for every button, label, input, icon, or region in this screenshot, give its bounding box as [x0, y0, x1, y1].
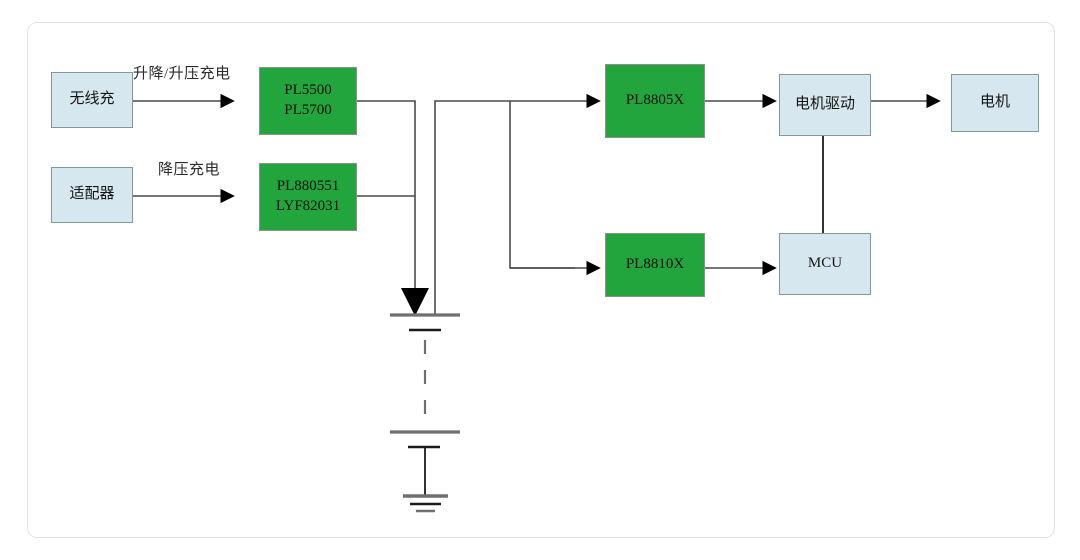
node-motor[interactable]: 电机 [951, 74, 1039, 132]
diagram-frame [27, 22, 1055, 538]
edge-label-boost-charge: 升降/升压充电 [133, 66, 231, 82]
edge-label-buck-charge: 降压充电 [158, 162, 221, 178]
node-charger-boost[interactable]: PL5500 PL5700 [259, 67, 357, 135]
node-charger-boost-line2: PL5700 [284, 102, 332, 118]
node-mcu-label: MCU [807, 255, 843, 272]
node-protect-8810[interactable]: PL8810X [605, 233, 705, 297]
node-charger-buck-line2: LYF82031 [275, 198, 341, 214]
node-wireless-charger[interactable]: 无线充 [51, 72, 133, 128]
node-protect-8805-label: PL8805X [625, 92, 685, 109]
node-adapter-label: 适配器 [69, 186, 115, 203]
node-motor-driver-label: 电机驱动 [794, 96, 855, 113]
node-charger-boost-line1: PL5500 [284, 82, 332, 99]
node-motor-driver[interactable]: 电机驱动 [779, 74, 871, 136]
node-charger-buck[interactable]: PL880551 LYF82031 [259, 163, 357, 231]
node-mcu[interactable]: MCU [779, 233, 871, 295]
node-protect-8810-label: PL8810X [625, 256, 685, 273]
node-adapter[interactable]: 适配器 [51, 167, 133, 223]
node-charger-buck-line1: PL880551 [276, 178, 340, 195]
node-wireless-charger-label: 无线充 [69, 91, 115, 108]
node-motor-label: 电机 [979, 94, 1010, 111]
node-protect-8805[interactable]: PL8805X [605, 64, 705, 138]
